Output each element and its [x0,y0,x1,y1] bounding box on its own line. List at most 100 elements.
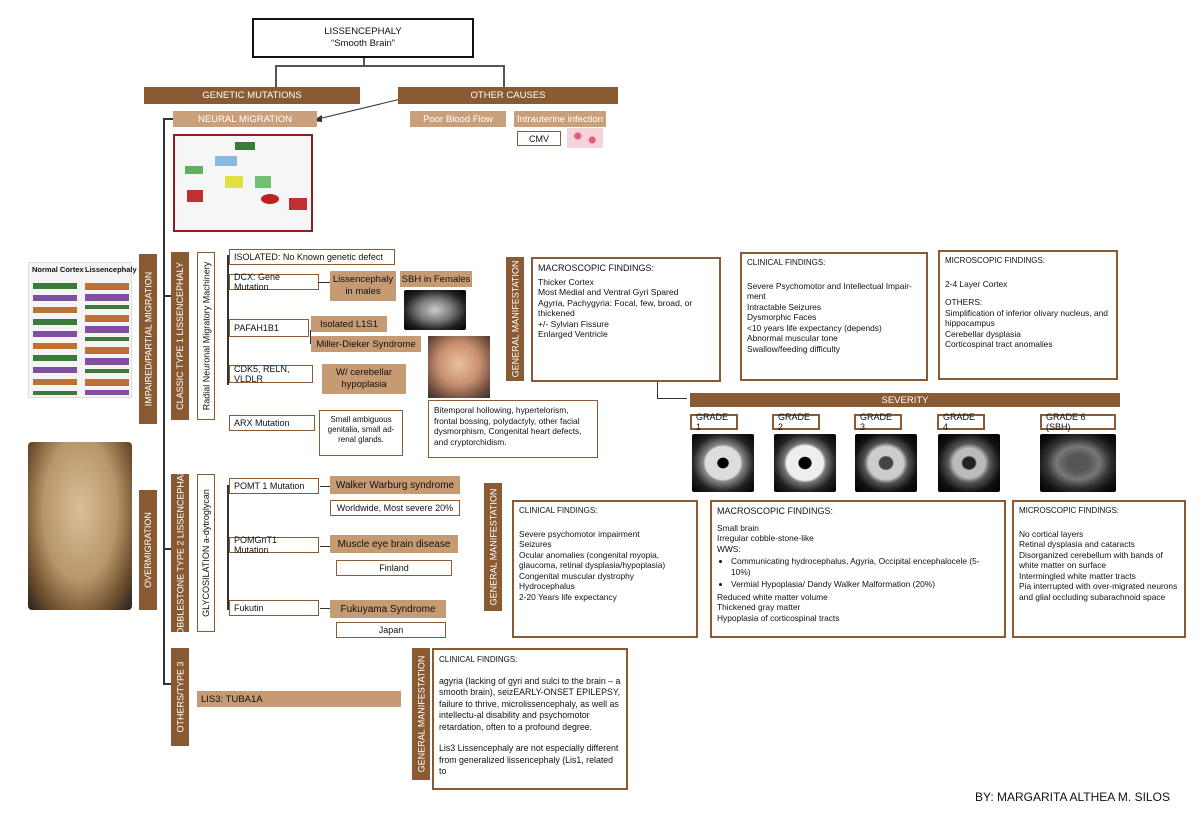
type2-macro-line: Reduced white matter volume [717,591,828,602]
type2-microscopic-box: MICROSCOPIC FINDINGS: No cortical layers… [1012,500,1186,638]
grade-1-label: GRADE 1 [690,412,738,432]
type2-micro-heading: MICROSCOPIC FINDINGS: [1019,506,1120,515]
type2-macro-heading: MACROSCOPIC FINDINGS: [717,506,834,516]
connector [163,295,171,297]
japan-box: Japan [336,622,446,638]
grade-2-mri [774,434,836,492]
type1-clinical-box: CLINICAL FINDINGS: Severe Psychomotor an… [740,252,928,381]
glycosilation-label: GLYCOSILATION a-dytroglycan [201,489,211,617]
connector [363,58,365,66]
worldwide-box: Worldwide, Most severe 20% [330,500,460,516]
intrauterine-box: Intrauterine infection [514,111,606,127]
connector [657,398,687,399]
grade-4-label: GRADE 4 [937,412,985,432]
cdk5-box: CDK5, RELN, VLDLR [229,364,313,384]
miller-dieker-description: Bitemporal hollowing, hypertelorism, fro… [428,400,598,458]
impaired-migration-label: IMPAIRED/PARTIAL MIGRATION [143,271,153,407]
severity-bar: SEVERITY [690,393,1120,407]
type1-micro-line: Cerebellar dysplasia [945,328,1021,339]
type3-clinical-box: CLINICAL FINDINGS: agyria (lacking of gy… [432,648,628,790]
neural-migration-box: NEURAL MIGRATION [173,111,317,127]
overmigration-label: OVERMIGRATION [143,512,153,588]
type1-micro-cortex: 2-4 Layer Cortex [945,278,1008,289]
type2-macro-line: Hypoplasia of corticospinal tracts [717,612,840,623]
author-credit: BY: MARGARITA ALTHEA M. SILOS [975,790,1170,804]
muscle-eye-brain-box: Muscle eye brain disease [330,535,458,553]
patient-photo [428,336,490,398]
connector [227,485,229,610]
type1-micro-others: OTHERS: [945,297,983,307]
cerebellar-hypoplasia-box: W/ cerebellar hypoplasia [322,364,406,394]
cmv-box: CMV [517,131,561,146]
type2-clinical-line: 2-20 Years life expectancy [519,591,617,602]
finland-box: Finland [336,560,452,576]
type3-clinical-heading: CLINICAL FINDINGS: [439,655,518,664]
pomgnt1-box: POMGnT1 Mutation [229,535,319,555]
type1-macro-line: Thicker Cortex [538,276,594,287]
type2-micro-line: Disorganized cerebellum with bands of wh… [1019,549,1163,571]
fukutin-box: Fukutin [229,600,319,616]
connector [657,382,658,398]
connector [320,608,330,609]
type2-micro-line: No cortical layers [1019,528,1084,539]
sbh-females-box: SBH in Females [400,271,472,287]
type2-clinical-line: Hydrocephalus [519,581,575,591]
type1-macro-line: +/- Sylvian Fissure [538,318,609,329]
classic-type1-label: CLASSIC TYPE 1 LISSENCEPHALY [175,262,186,410]
connector [503,65,505,87]
connector [320,546,330,547]
type1-macro-line: Agyria, Pachygyria: Focal, few, broad, o… [538,297,693,319]
isolated-box: ISOLATED: No Known genetic defect [229,249,395,265]
connector [320,486,330,487]
type1-macro-heading: MACROSCOPIC FINDINGS: [538,263,655,273]
arx-description: Small ambiguous genitalia, small ad-rena… [319,410,403,456]
type3-clinical-para2: Lis3 Lissencephaly are not especially di… [439,743,619,776]
type2-macroscopic-box: MACROSCOPIC FINDINGS: Small brain Irregu… [710,500,1006,638]
type1-micro-line: Corticospinal tract anomalies [945,339,1053,349]
impaired-migration-band: IMPAIRED/PARTIAL MIGRATION [139,254,157,424]
radial-migratory-band: Radial Neuronal Migratory Machinery [197,252,215,420]
type2-macro-bullet: Communicating hydrocephalus, Agyria, Occ… [731,556,999,577]
glycosilation-band: GLYCOSILATION a-dytroglycan [197,474,215,632]
others-type3-band: OTHERS/TYPE 3 [171,648,189,746]
connector [227,255,229,385]
main-spine [163,118,165,683]
type2-macro-line: WWS: [717,543,741,554]
pafah1b1-box: PAFAH1B1 [229,319,309,337]
type2-clinical-line: Severe psychomotor impairment [519,528,640,539]
type1-clinical-line: Swallow/feeding difficulty [747,343,840,354]
others-type3-label: OTHERS/TYPE 3 [175,661,186,733]
walker-warburg-box: Walker Warburg syndrome [330,476,460,494]
pathway-diagram-image [173,134,313,232]
title-line1: LISSENCEPHALY [324,26,402,37]
gm-type2-label: GENERAL MANIFESTATION [488,488,499,606]
gm-type1-label: GENERAL MANIFESTATION [510,260,521,378]
type1-micro-line: Simplification of inferior olivary nucle… [945,307,1108,329]
connector [163,118,173,120]
type2-clinical-heading: CLINICAL FINDINGS: [519,506,598,515]
poor-blood-flow-box: Poor Blood Flow [410,111,506,127]
type2-micro-line: Pia interrupted with over-migrated neuro… [1019,581,1178,602]
grade-2-label: GRADE 2 [772,412,820,432]
grade-6-mri [1040,434,1116,492]
radial-migratory-label: Radial Neuronal Migratory Machinery [201,261,211,411]
grade-1-mri [692,434,754,492]
type2-macro-line: Small brain [717,522,759,533]
type1-clinical-line: Intractable Seizures [747,301,822,312]
virus-image [567,128,603,148]
type2-micro-line: Retinal dysplasia and cataracts [1019,539,1135,549]
type1-clinical-heading: CLINICAL FINDINGS: [747,258,826,267]
title-box: LISSENCEPHALY “Smooth Brain” [252,18,474,58]
cobblestone-type2-label: COBBLESTONE TYPE 2 LISSENCEPHALY [175,464,186,642]
lissencephaly-label: Lissencephaly [85,265,137,274]
connector [163,683,171,685]
isolated-l1s1-box: Isolated L1S1 [311,316,387,332]
connector [163,548,171,550]
type1-clinical-line: Abnormal muscular tone [747,333,838,343]
type1-clinical-line: Severe Psychomotor and Intellectual Impa… [747,280,912,302]
classic-type1-band: CLASSIC TYPE 1 LISSENCEPHALY [171,252,189,420]
lissencephaly-males-box: Lissencephaly in males [330,271,396,301]
connector [275,65,505,67]
type2-macro-line: Thickened gray matter [717,602,801,612]
sbh-mri-image [404,290,466,330]
